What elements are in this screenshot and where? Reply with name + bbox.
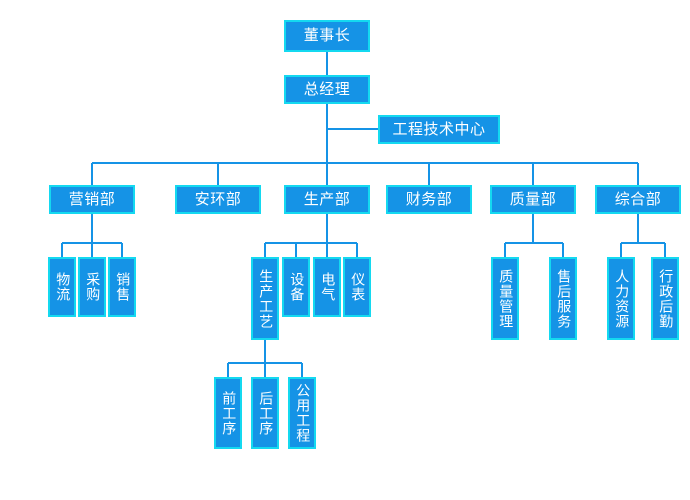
node-logistics[interactable]: 物流 xyxy=(48,257,76,317)
node-general-affairs-dept[interactable]: 综合部 xyxy=(595,185,681,214)
node-chairman[interactable]: 董事长 xyxy=(284,20,370,52)
node-marketing-dept[interactable]: 营销部 xyxy=(49,185,135,214)
node-front-process[interactable]: 前工序 xyxy=(214,377,242,449)
node-general-manager[interactable]: 总经理 xyxy=(284,75,370,104)
node-engineering-tech-center[interactable]: 工程技术中心 xyxy=(378,115,500,144)
node-sales[interactable]: 销售 xyxy=(108,257,136,317)
node-instrument[interactable]: 仪表 xyxy=(343,257,371,317)
node-finance-dept[interactable]: 财务部 xyxy=(386,185,472,214)
node-safety-env-dept[interactable]: 安环部 xyxy=(175,185,261,214)
node-equipment[interactable]: 设备 xyxy=(282,257,310,317)
node-quality-dept[interactable]: 质量部 xyxy=(490,185,576,214)
node-electrical[interactable]: 电气 xyxy=(313,257,341,317)
node-procurement[interactable]: 采购 xyxy=(78,257,106,317)
node-production-dept[interactable]: 生产部 xyxy=(284,185,370,214)
node-utility-engineering[interactable]: 公用工程 xyxy=(288,377,316,449)
node-after-sales-service[interactable]: 售后服务 xyxy=(549,257,577,340)
node-admin-logistics[interactable]: 行政后勤 xyxy=(651,257,679,340)
node-quality-management[interactable]: 质量管理 xyxy=(491,257,519,340)
node-human-resources[interactable]: 人力资源 xyxy=(607,257,635,340)
node-back-process[interactable]: 后工序 xyxy=(251,377,279,449)
node-production-process[interactable]: 生产工艺 xyxy=(251,257,279,340)
